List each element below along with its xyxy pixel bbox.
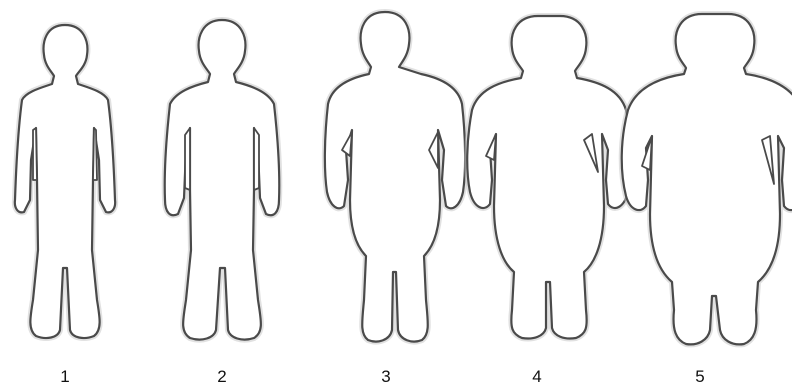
slim-body-silhouette-icon: [15, 25, 115, 338]
figure-label-3: 3: [381, 367, 390, 386]
average-body-silhouette-icon: [165, 20, 280, 340]
figure-label-2: 2: [217, 367, 226, 386]
figure-label-4: 4: [532, 367, 541, 386]
body-figure-1: 1: [15, 25, 115, 386]
body-figure-5: 5: [622, 14, 792, 386]
overweight-body-silhouette-icon: [325, 12, 465, 342]
body-figure-2: 2: [165, 20, 280, 386]
body-figure-3: 3: [325, 12, 465, 386]
figure-label-1: 1: [60, 367, 69, 386]
obese-body-silhouette-icon: [467, 16, 631, 339]
figure-label-5: 5: [695, 367, 704, 386]
body-figure-4: 4: [467, 16, 631, 386]
severely-obese-body-silhouette-icon: [622, 14, 792, 344]
